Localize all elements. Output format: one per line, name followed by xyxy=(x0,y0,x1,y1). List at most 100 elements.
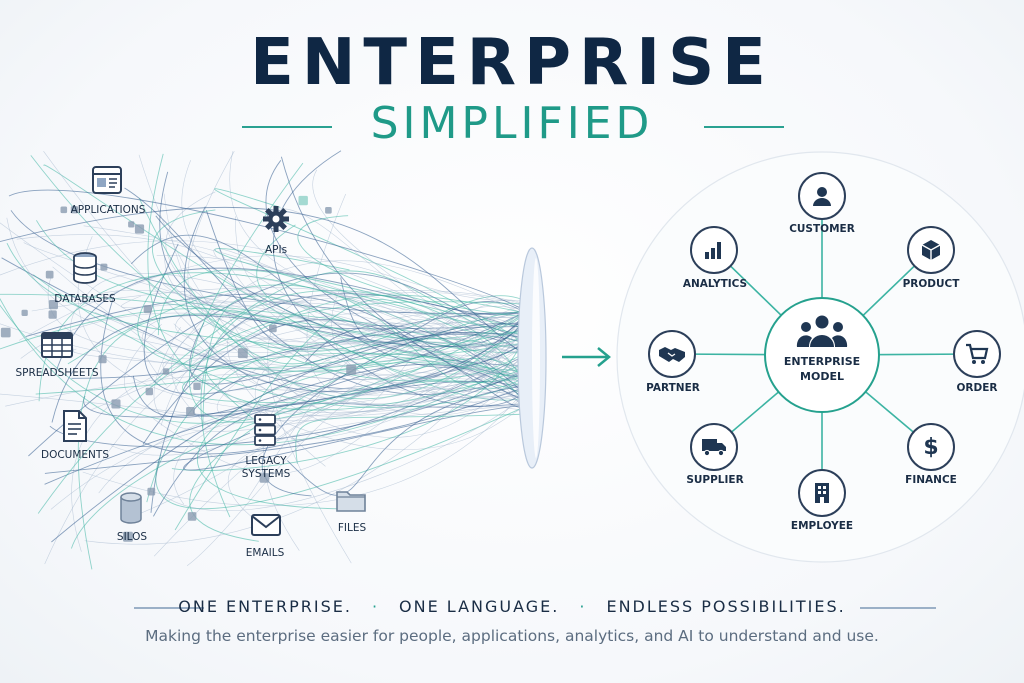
employee-node xyxy=(798,469,846,517)
supplier-node xyxy=(690,423,738,471)
data-line xyxy=(157,269,529,336)
data-node-square xyxy=(143,305,152,314)
people-group-icon xyxy=(796,315,848,347)
data-line xyxy=(35,341,529,395)
data-line xyxy=(153,402,529,517)
data-line xyxy=(272,150,529,407)
data-line xyxy=(0,206,529,358)
finance-node: $ xyxy=(907,423,955,471)
cart-icon xyxy=(966,343,989,364)
data-line xyxy=(51,332,529,543)
data-line xyxy=(155,404,529,510)
data-line xyxy=(254,341,529,429)
entity-label-product: PRODUCT xyxy=(902,278,960,290)
data-node-square xyxy=(0,327,11,338)
data-node-square xyxy=(187,512,197,521)
data-line xyxy=(219,249,529,390)
data-line xyxy=(37,301,529,514)
data-line xyxy=(0,297,529,446)
data-line xyxy=(0,326,529,422)
data-node-square xyxy=(145,387,153,396)
data-line xyxy=(175,284,529,348)
tangled-data-lines xyxy=(0,150,529,570)
data-line xyxy=(137,273,529,369)
data-line xyxy=(44,385,529,474)
product-node xyxy=(907,226,955,274)
data-node-square xyxy=(21,309,28,316)
main-title: ENTERPRISE xyxy=(250,26,774,100)
bar-chart-icon xyxy=(705,242,721,259)
tagline: Making the enterprise easier for people,… xyxy=(145,627,879,645)
source-label-documents: DOCUMENTS xyxy=(41,449,109,461)
data-line xyxy=(152,209,529,382)
slogan-part-1: ONE ENTERPRISE. xyxy=(178,597,352,616)
data-line xyxy=(50,367,529,510)
data-line xyxy=(228,384,529,416)
data-node-square xyxy=(147,487,156,496)
data-node-square xyxy=(325,207,332,214)
data-line xyxy=(158,260,529,376)
data-line xyxy=(6,243,529,381)
person-icon xyxy=(813,187,831,206)
data-node-square xyxy=(269,324,277,333)
data-node-square xyxy=(259,473,270,483)
slogan-part-2: ONE LANGUAGE. xyxy=(399,597,560,616)
server-icon xyxy=(254,414,276,450)
data-line xyxy=(33,274,529,409)
entity-label-customer: CUSTOMER xyxy=(789,223,855,235)
data-line xyxy=(247,319,529,499)
data-node-square xyxy=(237,348,248,359)
data-node-square xyxy=(134,224,145,234)
data-line xyxy=(51,312,529,423)
database-icon xyxy=(72,252,98,288)
source-label-spreadsheets: SPREADSHEETS xyxy=(15,367,99,379)
data-node-square xyxy=(70,206,79,214)
truck-icon xyxy=(702,439,726,457)
data-line xyxy=(262,208,529,331)
data-node-square xyxy=(111,399,121,409)
analytics-node xyxy=(690,226,738,274)
data-line xyxy=(312,169,529,384)
data-node-square xyxy=(60,206,68,214)
data-line xyxy=(161,392,529,512)
data-line xyxy=(0,308,529,384)
center-label-line2: MODEL xyxy=(800,369,844,383)
data-line xyxy=(297,215,529,318)
data-line xyxy=(147,153,529,411)
data-node-square xyxy=(98,355,107,364)
source-label-databases: DATABASES xyxy=(54,293,116,305)
envelope-icon xyxy=(251,514,281,540)
data-line xyxy=(226,316,529,467)
data-line xyxy=(83,338,529,418)
arrow-right-icon xyxy=(562,347,611,367)
data-line xyxy=(153,340,529,474)
data-line xyxy=(160,310,529,426)
data-line xyxy=(280,156,529,403)
source-label-files: FILES xyxy=(337,522,367,534)
folder-icon xyxy=(336,488,366,516)
data-line xyxy=(121,295,529,350)
source-label-apis: APIs xyxy=(264,244,288,256)
data-line xyxy=(52,266,529,451)
subtitle-rule-left xyxy=(242,126,332,128)
data-line xyxy=(261,323,529,497)
spreadsheet-icon xyxy=(41,332,73,362)
data-line xyxy=(268,299,529,368)
data-line xyxy=(70,290,529,353)
data-line xyxy=(214,248,529,337)
cylinder-icon xyxy=(120,492,142,528)
data-line xyxy=(305,324,529,397)
data-line xyxy=(132,364,529,418)
legacy-label-line1: LEGACY xyxy=(245,455,287,467)
data-node-square xyxy=(123,531,133,542)
document-icon xyxy=(62,410,88,446)
data-line xyxy=(187,151,529,350)
customer-node xyxy=(798,172,846,220)
data-line xyxy=(287,384,529,496)
slogan-part-3: ENDLESS POSSIBILITIES. xyxy=(606,597,846,616)
data-line xyxy=(19,255,529,341)
data-node-square xyxy=(298,195,308,206)
source-label-applications: APPLICATIONS xyxy=(70,204,146,216)
